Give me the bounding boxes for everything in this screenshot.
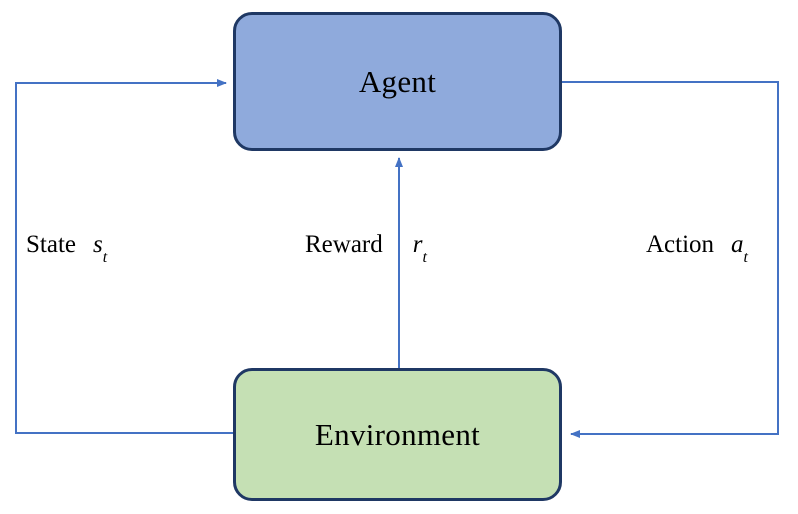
agent-node[interactable]: Agent <box>233 12 562 151</box>
state-label-word: State <box>26 231 76 258</box>
reward-edge-label: Reward rt <box>305 231 427 266</box>
reward-label-symbol: r <box>412 231 423 258</box>
action-label-subscript: t <box>743 249 748 266</box>
action-label-symbol: a <box>731 231 744 258</box>
reward-label-subscript: t <box>422 249 427 266</box>
state-label-subscript: t <box>102 249 108 266</box>
environment-node-label: Environment <box>314 417 481 452</box>
environment-node[interactable]: Environment <box>233 368 562 501</box>
action-arrow-path <box>562 81 779 438</box>
action-label-word: Action <box>646 231 715 258</box>
state-arrow-path <box>15 79 233 434</box>
reward-label-word: Reward <box>305 231 383 258</box>
state-label-symbol: s <box>93 231 103 258</box>
agent-node-label: Agent <box>358 64 437 99</box>
